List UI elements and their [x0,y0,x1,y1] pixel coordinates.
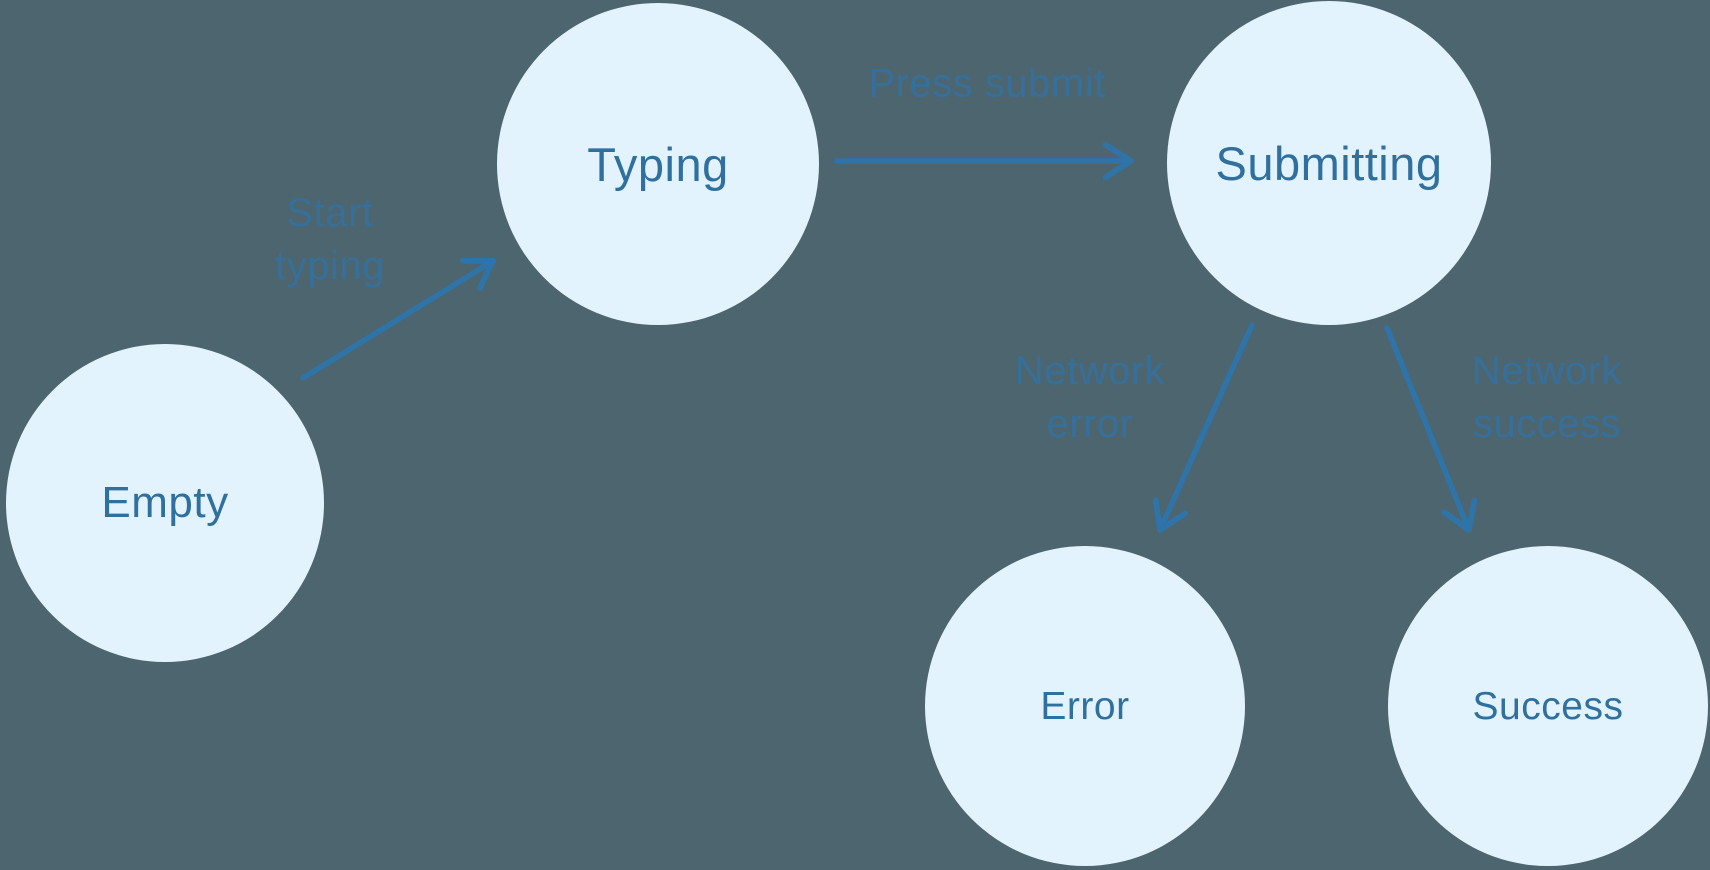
state-node-success: Success [1388,546,1708,866]
state-node-empty: Empty [6,344,324,662]
transition-label-network-success: Network success [1471,349,1623,446]
transition-label-press-submit: Press submit [868,61,1106,106]
state-label-success: Success [1472,684,1624,728]
state-label-empty: Empty [101,478,229,527]
transition-label-network-error: Network error [1014,349,1166,446]
state-node-submitting: Submitting [1167,1,1491,325]
state-node-typing: Typing [497,3,819,325]
state-node-error: Error [925,546,1245,866]
state-label-submitting: Submitting [1215,136,1443,190]
transition-label-start-typing: Start typing [275,191,385,288]
state-label-error: Error [1040,684,1130,728]
state-label-typing: Typing [587,137,729,191]
